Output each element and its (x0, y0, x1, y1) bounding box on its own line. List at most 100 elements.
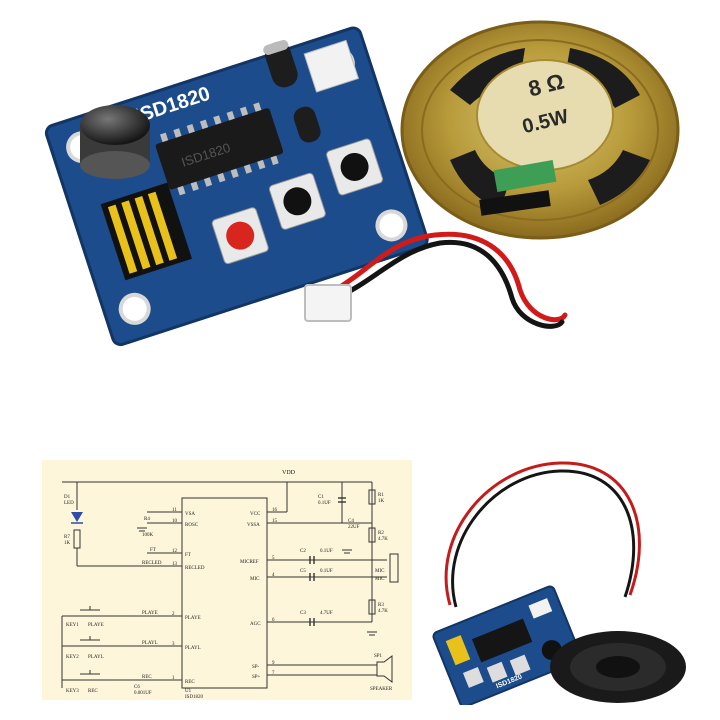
pin-micref: MICREF (240, 560, 259, 565)
pin-vcc: VCC (250, 512, 261, 517)
vdd-label: VDD (282, 470, 296, 476)
pin-sp-minus: SP- (252, 665, 260, 670)
electrolytic-capacitor (293, 106, 321, 143)
speaker-vent (588, 150, 650, 205)
top-product-photo: ISD1820 ISD1820 (40, 0, 680, 400)
speaker: 8 Ω 0.5W (400, 20, 680, 240)
speaker (550, 631, 686, 703)
push-button-play-e (326, 138, 384, 196)
r7-ref: R7 (64, 535, 70, 540)
pin-num: 10 (172, 519, 178, 524)
pin-ft: FT (185, 553, 191, 558)
mic-symbol (389, 553, 399, 583)
speaker-connector (303, 39, 360, 93)
isd1820-chip (155, 108, 284, 190)
mounting-hole (118, 292, 151, 325)
bottom-product-photo: ISD1820 (420, 445, 690, 705)
isd1820-board: ISD1820 (432, 585, 582, 705)
pin-rec: REC (185, 680, 195, 685)
pin-num: 2 (172, 612, 175, 617)
r1-ref: R1 (378, 493, 384, 498)
r4-value: 100K (142, 533, 154, 538)
c1-value: 0.1UF (318, 501, 331, 506)
speaker-cable (304, 231, 568, 329)
pin-num: 1 (172, 676, 175, 681)
speaker-vent (450, 150, 510, 210)
pin-num: 16 (272, 508, 278, 513)
speaker-vent (565, 48, 640, 108)
pin-mic: MIC (250, 577, 260, 582)
pin-vssa: VSSA (247, 523, 260, 528)
push-button (509, 654, 531, 676)
mic-label: MIC (375, 569, 385, 574)
speaker-cable (444, 461, 641, 608)
pin-num: 11 (172, 508, 177, 513)
c5-ref: C5 (300, 569, 306, 574)
c2-value: 0.1UF (320, 549, 333, 554)
mic-net-label: MIC (375, 577, 385, 582)
net-playe: PLAYE (142, 611, 158, 616)
speaker-connector (528, 598, 553, 619)
key3-ref: KEY3 (66, 689, 79, 694)
speaker-terminal (493, 159, 557, 193)
r3-value: 4.7K (378, 609, 388, 614)
jst-connector (304, 284, 352, 322)
pin-sp-plus: SP+ (252, 675, 261, 680)
r1-value: 1K (378, 499, 385, 504)
push-button-rec (211, 207, 269, 265)
pin-num: 4 (272, 573, 275, 578)
speaker-ref: SP1 (374, 654, 383, 659)
push-button (486, 661, 508, 683)
ground-symbol (137, 527, 377, 636)
isd1820-board: ISD1820 ISD1820 (44, 26, 429, 347)
led-ref: D1 (64, 495, 71, 500)
pin-num: 9 (272, 661, 275, 666)
pin-header (100, 182, 192, 281)
pin-agc: AGC (250, 622, 261, 627)
pin-playe: PLAYE (185, 616, 201, 621)
mounting-hole (375, 209, 408, 242)
pin-num: 13 (172, 562, 178, 567)
net-recled: RECLED (142, 561, 162, 566)
pin-header (445, 635, 471, 666)
net-playl: PLAYL (142, 641, 158, 646)
key1-ref: KEY1 (66, 623, 79, 628)
c4-ref: C4 (348, 519, 354, 524)
pin-recled: RECLED (185, 566, 205, 571)
pin-rosc: ROSC (185, 523, 199, 528)
led-name: LED (64, 501, 74, 506)
speaker-name: SPEAKER (370, 687, 393, 692)
net-rec: REC (142, 675, 152, 680)
key2-ref: KEY2 (66, 655, 79, 660)
chip-name: ISD1820 (185, 695, 204, 700)
key-switch (80, 606, 100, 675)
circuit-schematic: VDD D1 LED R7 1K R4 100K VSA 11 ROSC 10 … (42, 460, 412, 700)
r2-ref: R2 (378, 531, 384, 536)
c3-value: 4.7UF (320, 611, 333, 616)
c6-value: 0.001UF (134, 691, 152, 696)
microphone (80, 105, 150, 179)
r7-value: 1K (64, 541, 71, 546)
speaker-symbol (376, 655, 393, 683)
pin-playl: PLAYL (185, 646, 201, 651)
net-ft: FT (150, 548, 156, 553)
c2-ref: C2 (300, 549, 306, 554)
key1-name: PLAYE (88, 623, 104, 628)
c5-value: 0.1UF (320, 569, 333, 574)
chip-ref: U1 (185, 689, 192, 694)
pin-vsa: VSA (185, 512, 195, 517)
push-button-play-l (268, 172, 326, 230)
c1-ref: C1 (318, 495, 324, 500)
key3-name: REC (88, 689, 98, 694)
electrolytic-capacitor (263, 39, 298, 88)
r2-value: 4.7K (378, 537, 388, 542)
pin-num: 5 (272, 556, 275, 561)
r4-ref: R4 (144, 517, 150, 522)
c4-value: 22UF (348, 525, 360, 530)
c3-ref: C3 (300, 611, 306, 616)
pin-num: 7 (272, 671, 275, 676)
speaker-vent (450, 48, 525, 105)
pin-num: 6 (272, 618, 275, 623)
isd1820-chip (471, 618, 533, 663)
c6-ref: C6 (134, 685, 140, 690)
